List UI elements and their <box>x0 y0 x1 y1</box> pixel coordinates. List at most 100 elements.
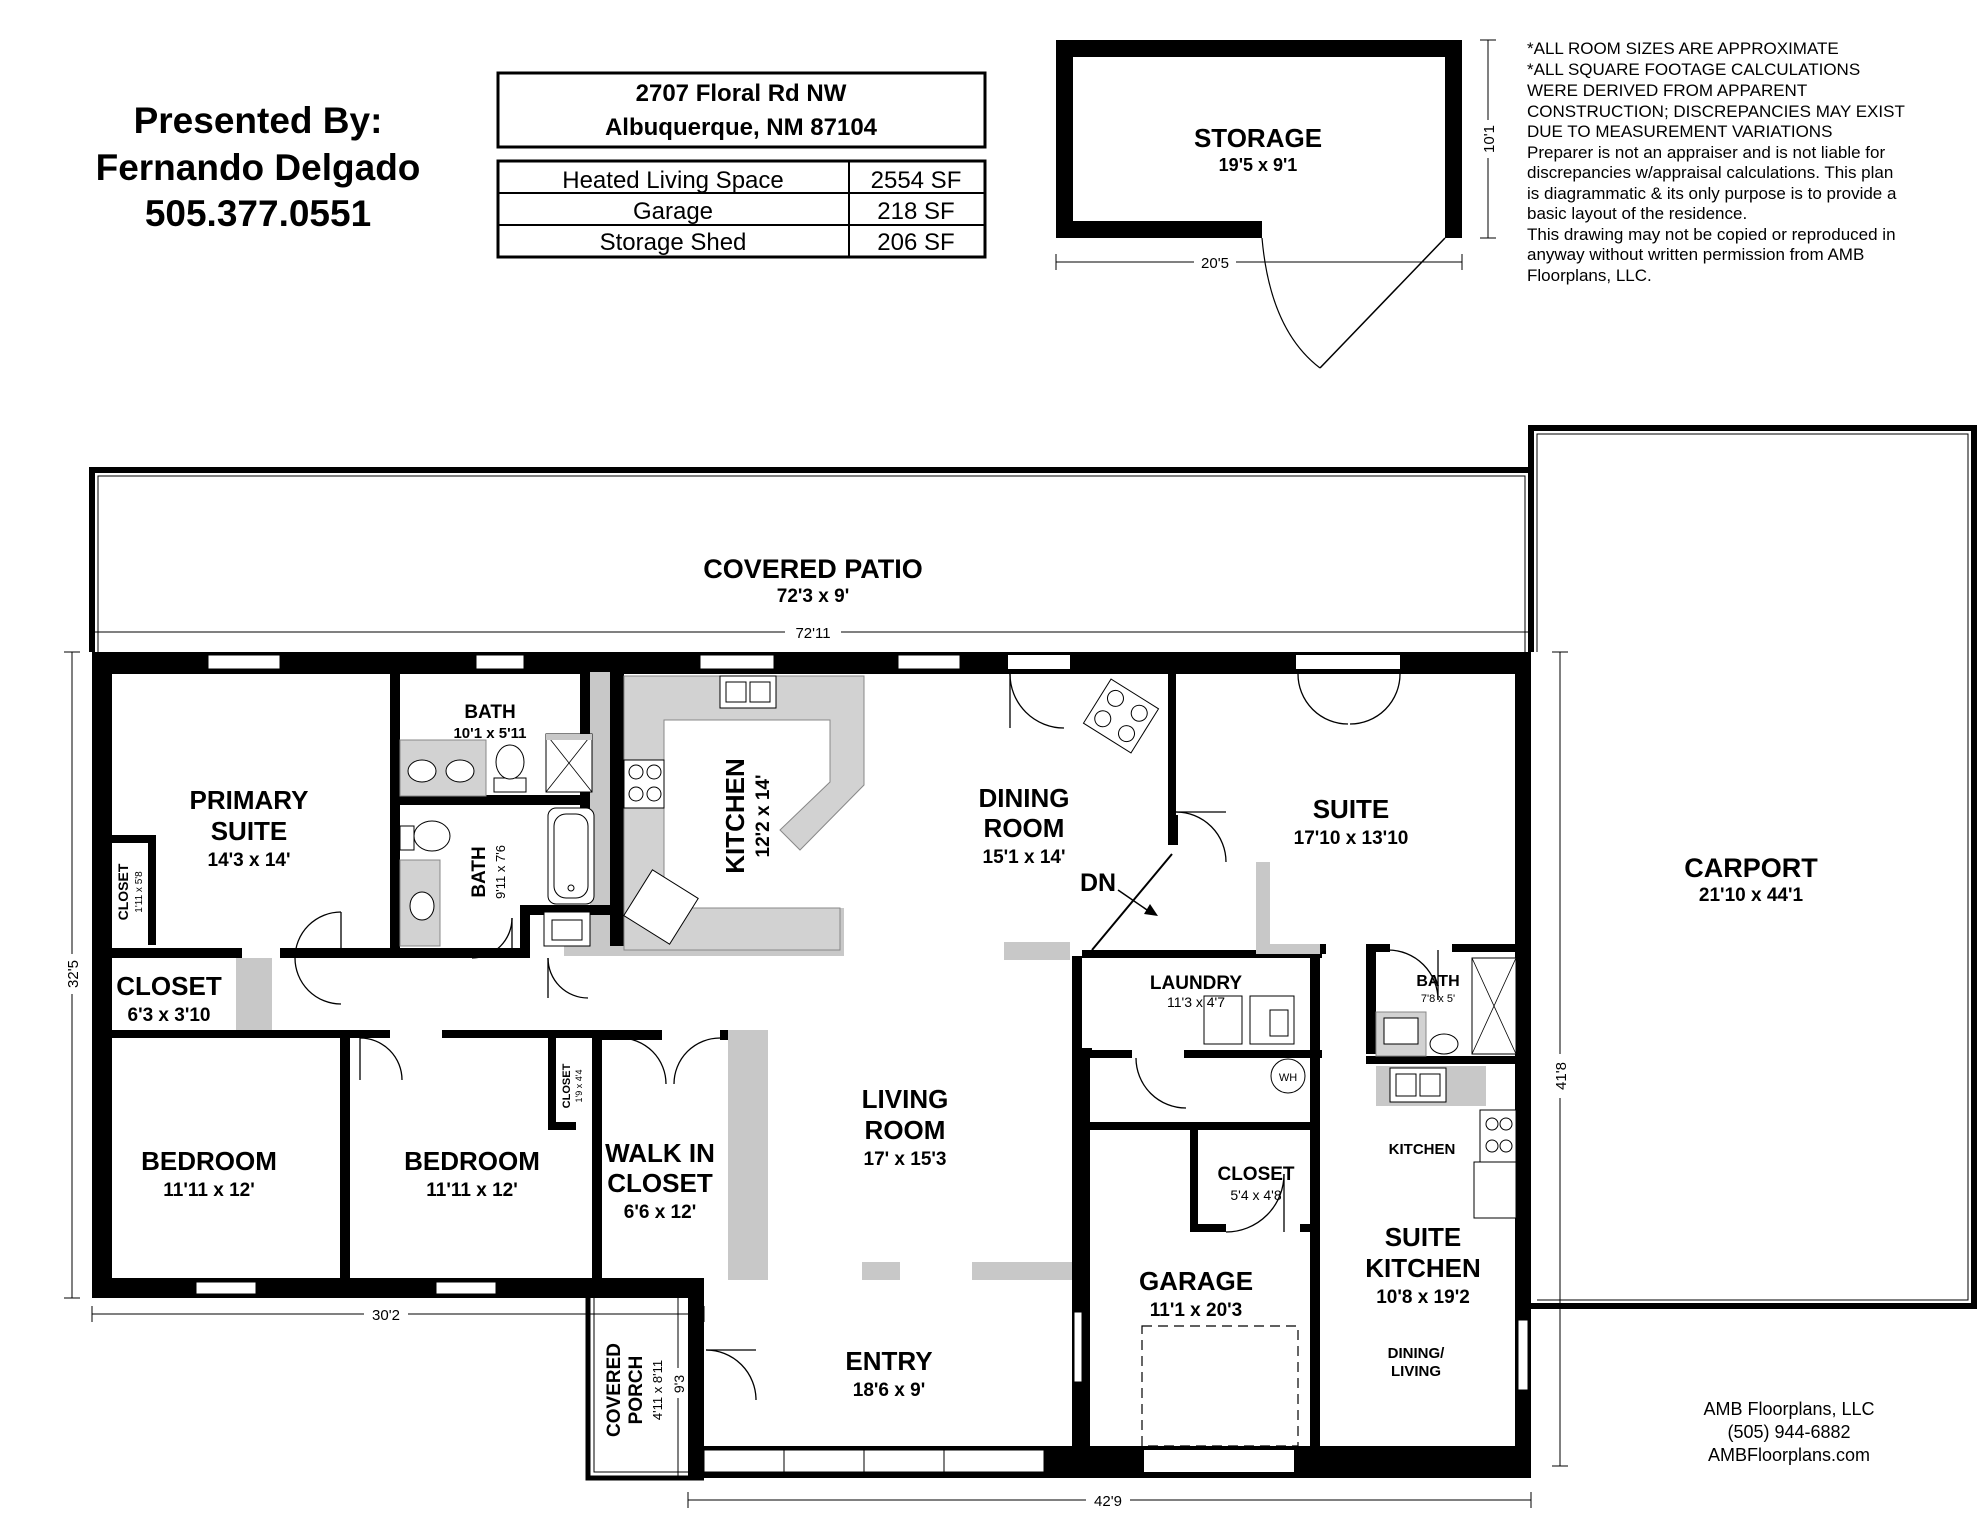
room-laundry: LAUNDRY <box>1150 973 1243 994</box>
room-bath-suite: BATH <box>1416 973 1459 990</box>
room-kitchen-small: KITCHEN <box>1389 1141 1456 1158</box>
dn-label: DN <box>1080 869 1116 897</box>
dim-porch-depth: 9'3 <box>671 1375 687 1393</box>
room-suite-kitchen-2: KITCHEN <box>1365 1253 1481 1283</box>
room-garage: GARAGE <box>1139 1266 1253 1296</box>
disclaimer-line-11: anyway without written permission from A… <box>1527 245 1864 264</box>
disclaimer-line-6: Preparer is not an appraiser and is not … <box>1527 143 1885 162</box>
disclaimer-line-1: *ALL ROOM SIZES ARE APPROXIMATE <box>1527 39 1839 58</box>
dim-carport-depth: 41'8 <box>1553 1062 1570 1090</box>
room-suite-kitchen-1: SUITE <box>1385 1222 1462 1252</box>
fixtures: WH <box>399 675 1517 1447</box>
room-dining-size: 15'1 x 14' <box>983 847 1066 868</box>
room-storage-size: 19'5 x 9'1 <box>1219 155 1298 175</box>
dim-house-depth: 32'5 <box>65 960 82 988</box>
room-living-2: ROOM <box>865 1115 946 1145</box>
room-walk-in-2: CLOSET <box>607 1168 713 1198</box>
presenter-phone: 505.377.0551 <box>145 193 371 234</box>
room-labels: PRIMARY SUITE 14'3 x 14' BATH 10'1 x 5'1… <box>115 702 1481 1401</box>
room-covered-patio-size: 72'3 x 9' <box>777 586 849 607</box>
room-dining-living-2: LIVING <box>1391 1363 1441 1380</box>
room-dining-2: ROOM <box>984 813 1065 843</box>
room-closet-garage: CLOSET <box>1217 1164 1294 1185</box>
room-entry-size: 18'6 x 9' <box>853 1380 925 1401</box>
room-garage-size: 11'1 x 20'3 <box>1150 1300 1243 1321</box>
doors <box>294 673 1439 1401</box>
area-label-heated: Heated Living Space <box>562 167 783 194</box>
room-suite: SUITE <box>1313 794 1390 824</box>
dim-storage-width: 20'5 <box>1201 255 1229 272</box>
room-primary-suite-1: PRIMARY <box>190 785 309 815</box>
room-storage: STORAGE <box>1194 123 1322 153</box>
dimension-lines: 32'5 30'2 42'9 <box>62 651 1532 1510</box>
area-value-garage: 218 SF <box>877 198 954 225</box>
disclaimer-line-9: basic layout of the residence. <box>1527 204 1747 223</box>
area-value-storage: 206 SF <box>877 229 954 256</box>
room-covered-porch-size: 4'11 x 8'11 <box>650 1360 665 1420</box>
room-living-size: 17' x 15'3 <box>864 1149 947 1170</box>
presenter-title: Presented By: <box>134 100 383 141</box>
footer-phone: (505) 944-6882 <box>1727 1422 1850 1442</box>
dim-right-width: 42'9 <box>1094 1493 1122 1510</box>
room-bath-suite-size: 7'8 x 5' <box>1421 993 1455 1005</box>
dim-storage-depth: 10'1 <box>1481 125 1498 153</box>
address-line2: Albuquerque, NM 87104 <box>605 114 878 141</box>
room-primary-suite-size: 14'3 x 14' <box>208 850 291 871</box>
room-covered-porch-2: PORCH <box>626 1356 647 1425</box>
room-primary-suite-2: SUITE <box>211 816 288 846</box>
area-value-heated: 2554 SF <box>871 167 962 194</box>
area-table: Heated Living Space 2554 SF Garage 218 S… <box>496 159 987 259</box>
disclaimer: *ALL ROOM SIZES ARE APPROXIMATE *ALL SQU… <box>1527 39 1905 285</box>
room-dining-1: DINING <box>979 783 1070 813</box>
storage-shed: STORAGE 19'5 x 9'1 20'5 10'1 <box>1055 39 1498 369</box>
room-closet-small-size: 1'11 x 5'8 <box>134 871 145 913</box>
stairs-down-indicator: DN <box>1080 853 1173 951</box>
footer-website: AMBFloorplans.com <box>1708 1445 1870 1465</box>
covered-porch: COVERED PORCH 4'11 x 8'11 9'3 <box>585 1298 704 1481</box>
room-closet-bed2-size: 1'9 x 4'4 <box>574 1070 584 1103</box>
room-kitchen-size: 12'2 x 14' <box>753 775 774 858</box>
room-closet-primary: CLOSET <box>116 971 222 1001</box>
room-closet-small: CLOSET <box>115 863 131 920</box>
interior-walls <box>112 672 1515 1450</box>
room-kitchen: KITCHEN <box>720 758 750 874</box>
disclaimer-line-12: Floorplans, LLC. <box>1527 266 1652 285</box>
exterior-walls <box>92 652 1531 1478</box>
area-label-storage: Storage Shed <box>600 229 747 256</box>
address-box: 2707 Floral Rd NW Albuquerque, NM 87104 <box>496 71 987 149</box>
room-closet-garage-size: 5'4 x 4'8 <box>1230 1187 1281 1203</box>
room-suite-size: 17'10 x 13'10 <box>1294 828 1409 849</box>
room-bedroom-2: BEDROOM <box>404 1146 540 1176</box>
room-suite-kitchen-size: 10'8 x 19'2 <box>1376 1287 1470 1308</box>
disclaimer-line-10: This drawing may not be copied or reprod… <box>1527 225 1896 244</box>
room-bath-top: BATH <box>464 702 515 723</box>
room-closet-bed2: CLOSET <box>561 1063 573 1108</box>
room-carport: CARPORT <box>1684 853 1818 883</box>
footer-company: AMB Floorplans, LLC <box>1703 1399 1874 1419</box>
company-footer: AMB Floorplans, LLC (505) 944-6882 AMBFl… <box>1703 1399 1874 1465</box>
presenter-block: Presented By: Fernando Delgado 505.377.0… <box>96 100 421 234</box>
disclaimer-line-8: is diagrammatic & its only purpose is to… <box>1527 184 1897 203</box>
disclaimer-line-4: CONSTRUCTION; DISCREPANCIES MAY EXIST <box>1527 102 1905 121</box>
room-bedroom-2-size: 11'11 x 12' <box>426 1180 517 1201</box>
room-bath-top-size: 10'1 x 5'11 <box>453 725 526 742</box>
carport: CARPORT 21'10 x 44'1 41'8 <box>1528 425 1977 1467</box>
room-entry: ENTRY <box>845 1346 932 1376</box>
room-bath-mid: BATH <box>469 846 490 897</box>
presenter-name: Fernando Delgado <box>96 147 421 188</box>
room-bath-mid-size: 9'11 x 7'6 <box>493 845 508 899</box>
room-living-1: LIVING <box>862 1084 949 1114</box>
room-bedroom-1-size: 11'11 x 12' <box>163 1180 254 1201</box>
address-line1: 2707 Floral Rd NW <box>636 80 847 107</box>
area-label-garage: Garage <box>633 198 713 225</box>
water-heater-label: WH <box>1279 1072 1297 1084</box>
room-walk-in-1: WALK IN <box>605 1138 715 1168</box>
disclaimer-line-7: discrepancies w/appraisal calculations. … <box>1527 163 1893 182</box>
room-carport-size: 21'10 x 44'1 <box>1699 885 1804 906</box>
disclaimer-line-3: WERE DERIVED FROM APPARENT <box>1527 81 1807 100</box>
disclaimer-line-2: *ALL SQUARE FOOTAGE CALCULATIONS <box>1527 60 1860 79</box>
room-walk-in-size: 6'6 x 12' <box>624 1202 696 1223</box>
dim-left-width: 30'2 <box>372 1307 400 1324</box>
room-bedroom-1: BEDROOM <box>141 1146 277 1176</box>
